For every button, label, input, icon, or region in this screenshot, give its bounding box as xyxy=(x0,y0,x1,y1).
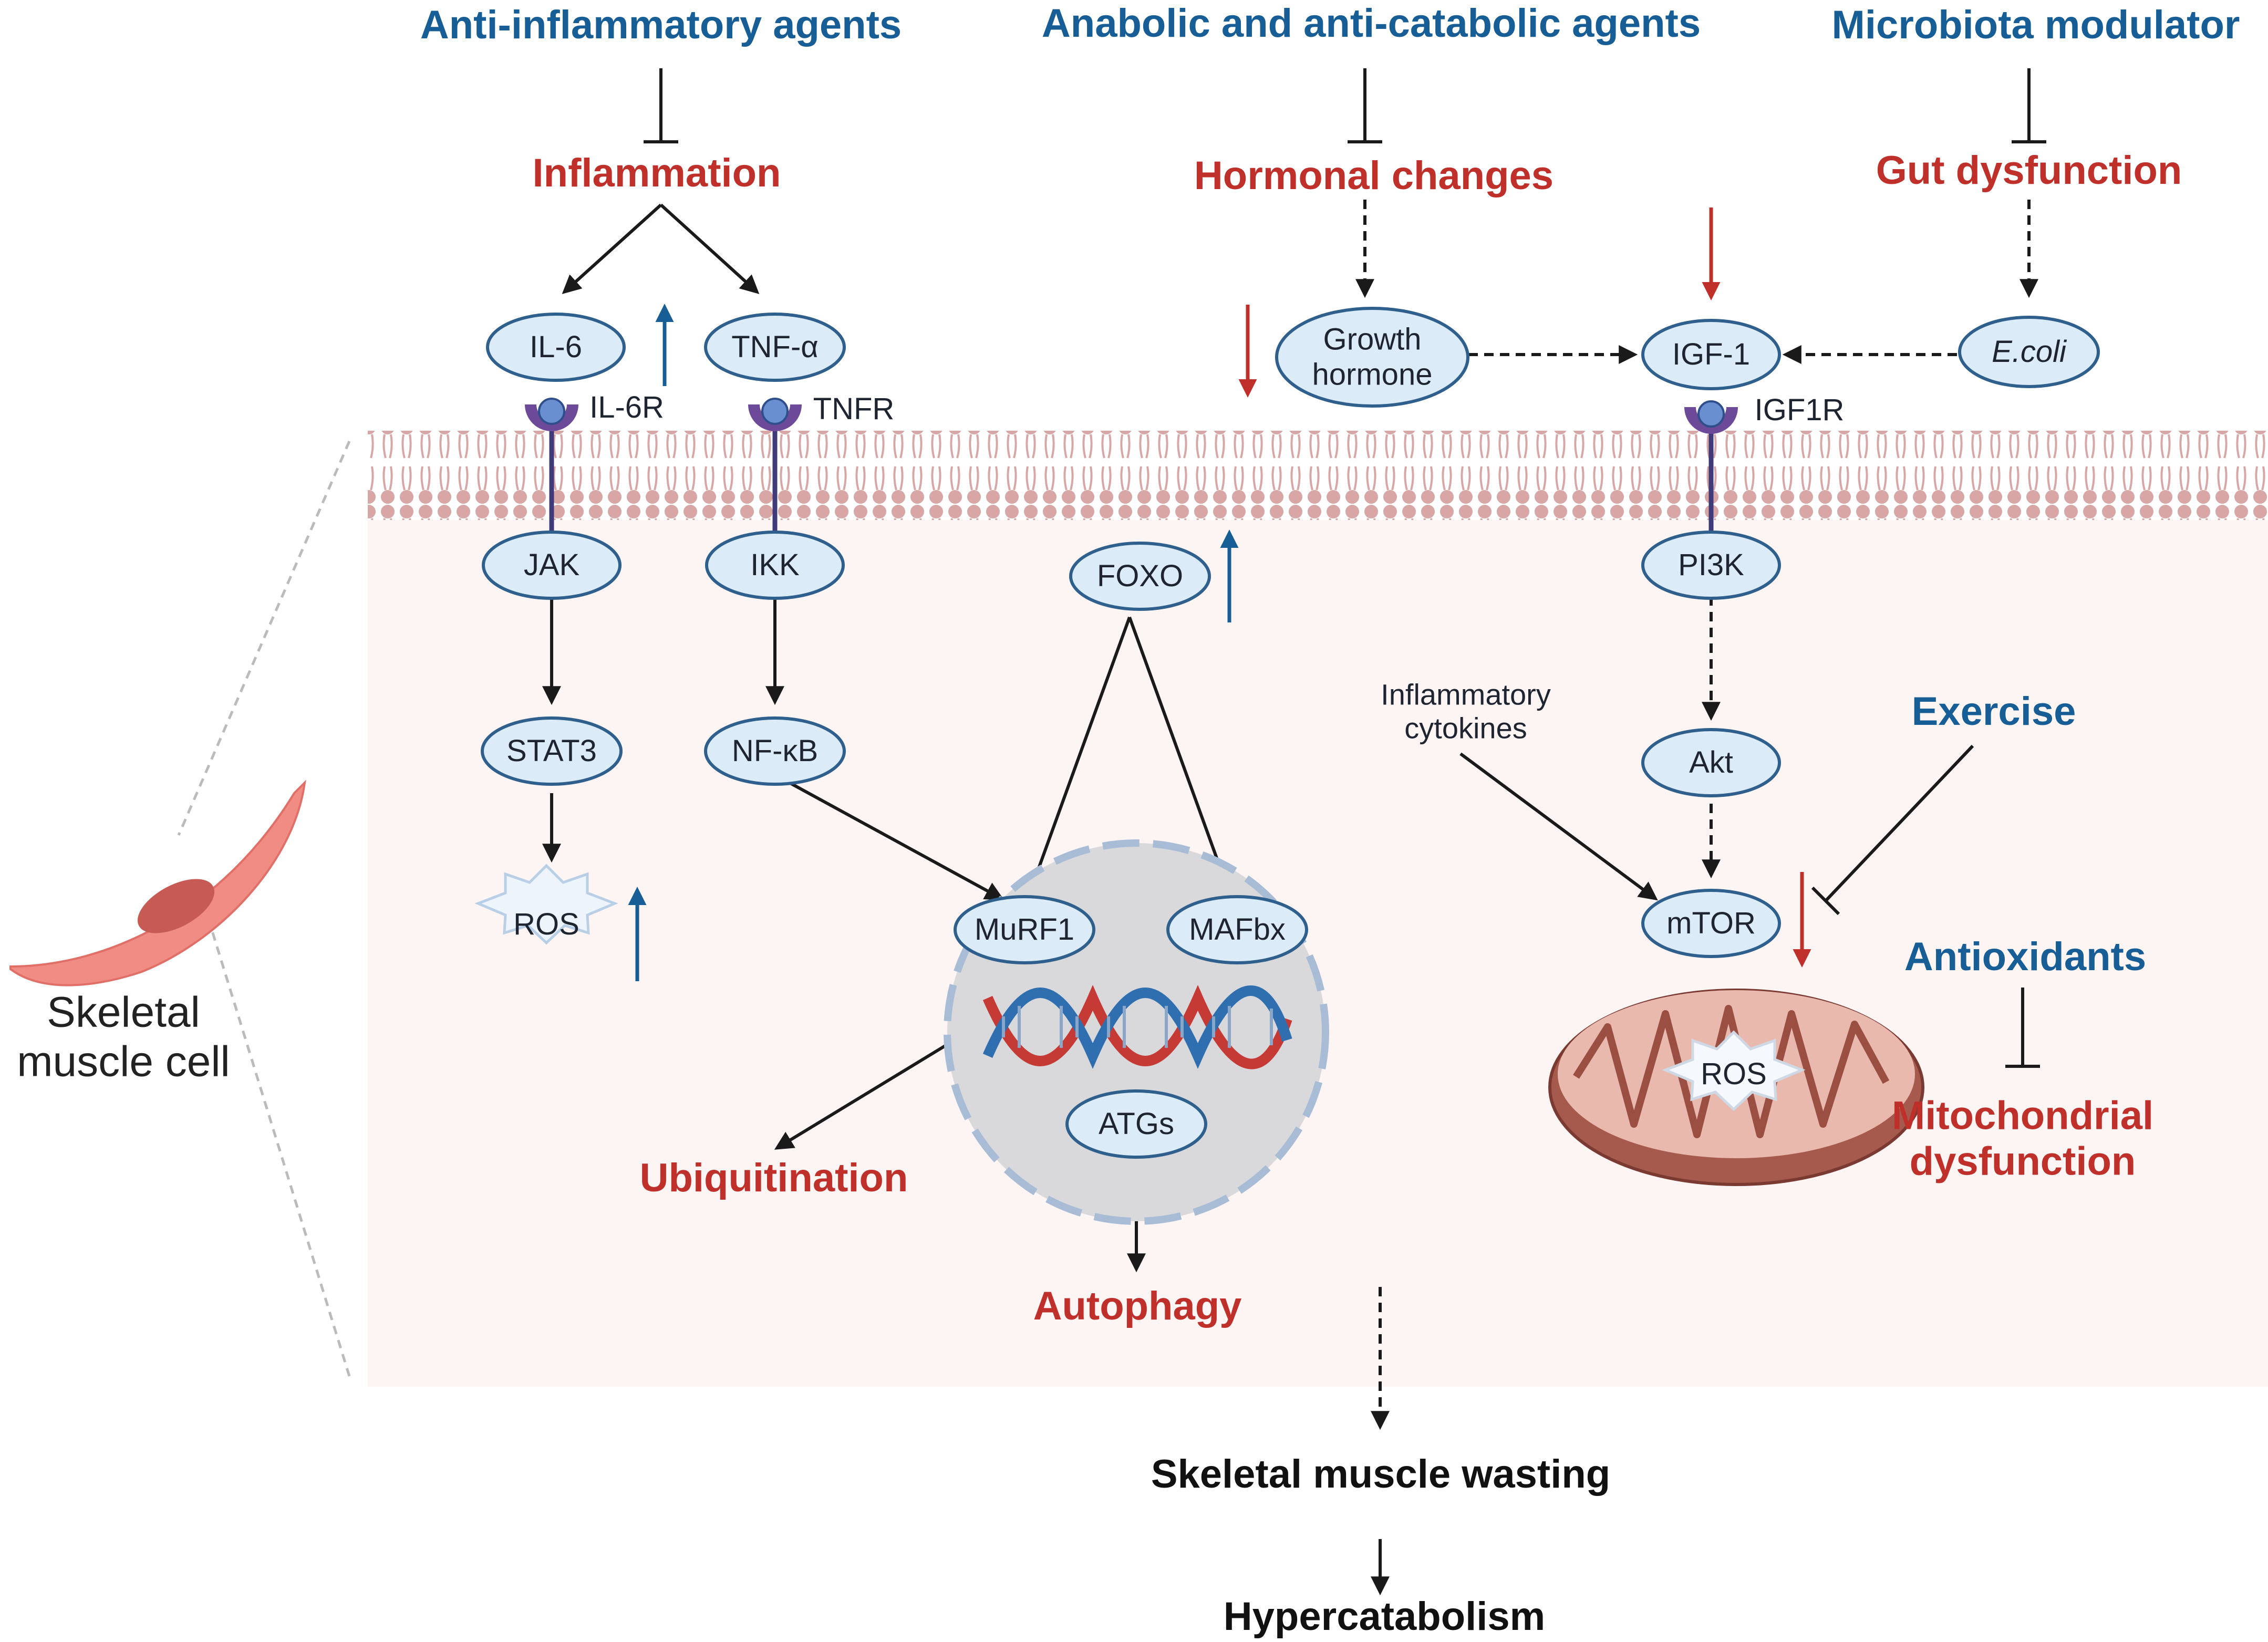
ros-star-mito xyxy=(1662,1030,1806,1111)
growth-hormone-line-1: Growth xyxy=(1323,322,1422,357)
node-stat3 xyxy=(481,716,623,786)
ros-left-label: ROS xyxy=(513,907,579,941)
node-murf1 xyxy=(954,895,1095,964)
node-jak xyxy=(482,531,622,600)
node-tnfa xyxy=(704,313,846,382)
inflammatory-cytokines-line-1: Inflammatory xyxy=(1381,678,1551,711)
cell-membrane xyxy=(368,431,2268,520)
condition-inflammation: Inflammation xyxy=(532,151,781,195)
intervention-anabolic: Anabolic and anti-catabolic agents xyxy=(1041,1,1701,46)
receptor-igf1r-label: IGF1R xyxy=(1754,393,1845,427)
tnfr-receptor xyxy=(748,398,802,431)
intervention-exercise: Exercise xyxy=(1911,689,2076,734)
mitochondrial-line-1: Mitochondrial xyxy=(1891,1093,2154,1138)
muscle-cell-shape xyxy=(9,780,306,986)
node-il6 xyxy=(486,313,626,382)
outcome-hypercatabolism: Hypercatabolism xyxy=(1223,1594,1546,1639)
inflammatory-cytokines-line-2: cytokines xyxy=(1404,712,1527,745)
node-mtor xyxy=(1641,889,1781,958)
node-atgs xyxy=(1065,1089,1207,1159)
intervention-anti-inflammatory: Anti-inflammatory agents xyxy=(420,3,902,47)
ros-mito-label: ROS xyxy=(1701,1057,1767,1091)
node-nfkb-label: NF-κB xyxy=(731,734,819,768)
node-murf1-label: MuRF1 xyxy=(974,912,1075,947)
muscle-cell-nucleus xyxy=(137,879,215,933)
node-stat3-label: STAT3 xyxy=(506,734,597,768)
ros-star-left xyxy=(474,864,618,945)
node-jak-label: JAK xyxy=(523,548,580,582)
condition-ubiquitination: Ubiquitination xyxy=(639,1156,908,1200)
zoom-line-bottom xyxy=(209,924,351,1377)
node-akt xyxy=(1641,728,1781,797)
receptor-tnfr-label: TNFR xyxy=(813,392,895,426)
condition-autophagy: Autophagy xyxy=(1033,1284,1242,1328)
igf1r-receptor xyxy=(1684,400,1738,434)
node-mafbx xyxy=(1166,895,1308,964)
intervention-antioxidants: Antioxidants xyxy=(1904,934,2147,979)
node-ecoli xyxy=(1958,316,2100,388)
intervention-microbiota: Microbiota modulator xyxy=(1831,3,2240,47)
outcome-skeletal-muscle-wasting: Skeletal muscle wasting xyxy=(1151,1452,1611,1496)
node-tnfa-label: TNF-α xyxy=(731,330,819,364)
node-igf1-label: IGF-1 xyxy=(1672,337,1751,371)
zoom-line-top xyxy=(177,441,351,836)
cytoplasm-region xyxy=(368,520,2268,1387)
node-foxo xyxy=(1069,542,1211,611)
node-growth-hormone xyxy=(1275,307,1469,408)
node-growth-hormone-label: Growth hormone xyxy=(1312,322,1433,392)
node-nfkb xyxy=(704,716,846,786)
node-pi3k xyxy=(1641,531,1781,600)
condition-mitochondrial-dysfunction: Mitochondrial dysfunction xyxy=(1892,1093,2153,1185)
receptor-il6r-label: IL-6R xyxy=(589,390,664,424)
dna-helix-icon xyxy=(982,985,1292,1069)
node-foxo-label: FOXO xyxy=(1096,559,1184,593)
il6r-receptor xyxy=(525,398,578,431)
skeletal-muscle-cell-label: Skeletal muscle cell xyxy=(17,988,230,1087)
node-ikk-label: IKK xyxy=(750,548,800,582)
node-mtor-label: mTOR xyxy=(1666,906,1756,940)
node-il6-label: IL-6 xyxy=(530,330,582,364)
cell-label-line-1: Skeletal xyxy=(47,988,200,1036)
node-akt-label: Akt xyxy=(1689,745,1733,780)
node-pi3k-label: PI3K xyxy=(1678,548,1744,582)
inflammatory-cytokines-label: Inflammatory cytokines xyxy=(1381,678,1551,746)
growth-hormone-line-2: hormone xyxy=(1312,357,1433,391)
condition-hormonal-changes: Hormonal changes xyxy=(1194,153,1554,198)
node-ikk xyxy=(705,531,845,600)
node-atgs-label: ATGs xyxy=(1099,1107,1174,1141)
condition-gut-dysfunction: Gut dysfunction xyxy=(1876,148,2182,193)
node-igf1 xyxy=(1641,319,1781,390)
node-mafbx-label: MAFbx xyxy=(1189,912,1286,947)
node-ecoli-label: E.coli xyxy=(1992,335,2066,369)
cell-label-line-2: muscle cell xyxy=(17,1038,230,1086)
mitochondrial-line-2: dysfunction xyxy=(1909,1139,2136,1184)
